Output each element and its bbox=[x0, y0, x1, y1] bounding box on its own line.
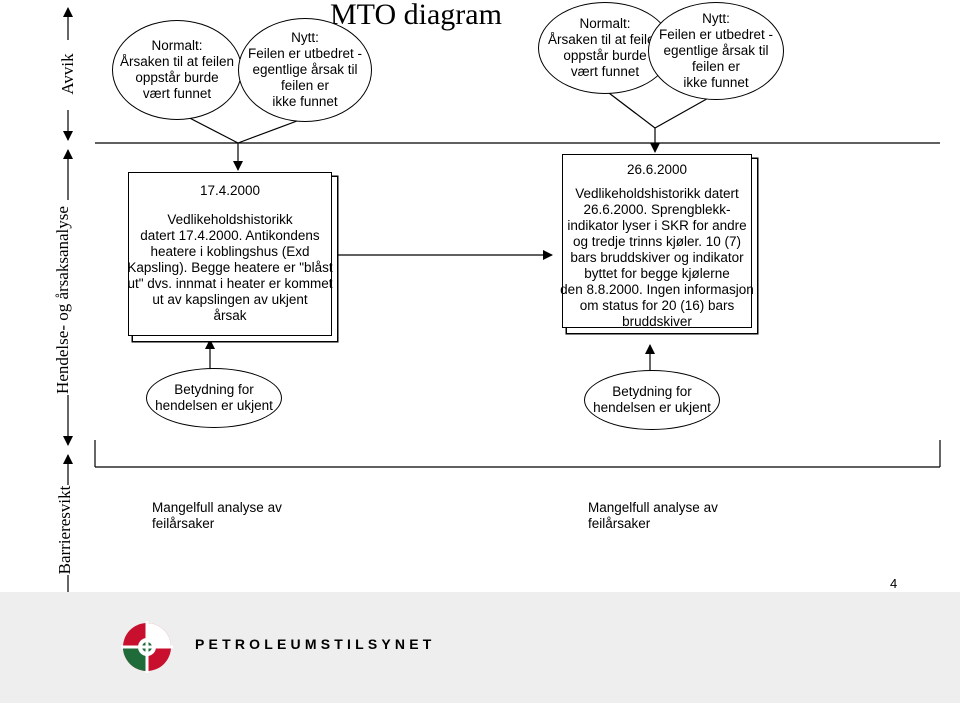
betydning-text-left: Betydning for hendelsen er ukjent bbox=[155, 382, 273, 413]
logo-text: PETROLEUMSTILSYNET bbox=[195, 636, 436, 652]
history-box-right bbox=[562, 154, 752, 328]
betydning-text-right: Betydning for hendelsen er ukjent bbox=[593, 384, 711, 415]
history-box-left bbox=[128, 172, 332, 336]
normal-text-left: Normalt: Årsaken til at feilen oppstår b… bbox=[119, 38, 235, 101]
date-right: 26.6.2000 bbox=[626, 162, 688, 177]
mangelfull-text-left: Mangelfull analyse av feilårsaker bbox=[152, 500, 282, 531]
page-number: 4 bbox=[890, 576, 898, 591]
normal-ellipse-right: Normalt: Årsaken til at feilen oppstår b… bbox=[538, 2, 672, 94]
history-text-right: Vedlikeholdshistorikk datert 26.6.2000. … bbox=[560, 186, 754, 329]
diagram-title: MTO diagram bbox=[330, 0, 502, 31]
normal-text-right: Normalt: Årsaken til at feilen oppstår b… bbox=[547, 16, 663, 79]
nytt-ellipse-right: Nytt: Feilen er utbedret - egentlige års… bbox=[648, 2, 784, 100]
betydning-ellipse-left: Betydning for hendelsen er ukjent bbox=[146, 368, 282, 428]
mangelfull-text-right: Mangelfull analyse av feilårsaker bbox=[588, 500, 718, 531]
nytt-ellipse-left: Nytt: Feilen er utbedret - egentlige års… bbox=[238, 18, 372, 122]
nytt-text-right: Nytt: Feilen er utbedret - egentlige års… bbox=[658, 11, 774, 90]
nytt-text-left: Nytt: Feilen er utbedret - egentlige års… bbox=[247, 30, 363, 109]
history-text-left: Vedlikeholdshistorikk datert 17.4.2000. … bbox=[127, 212, 333, 323]
normal-ellipse-left: Normalt: Årsaken til at feilen oppstår b… bbox=[112, 20, 242, 120]
date-left: 17.4.2000 bbox=[199, 183, 261, 198]
betydning-ellipse-right: Betydning for hendelsen er ukjent bbox=[584, 370, 720, 430]
